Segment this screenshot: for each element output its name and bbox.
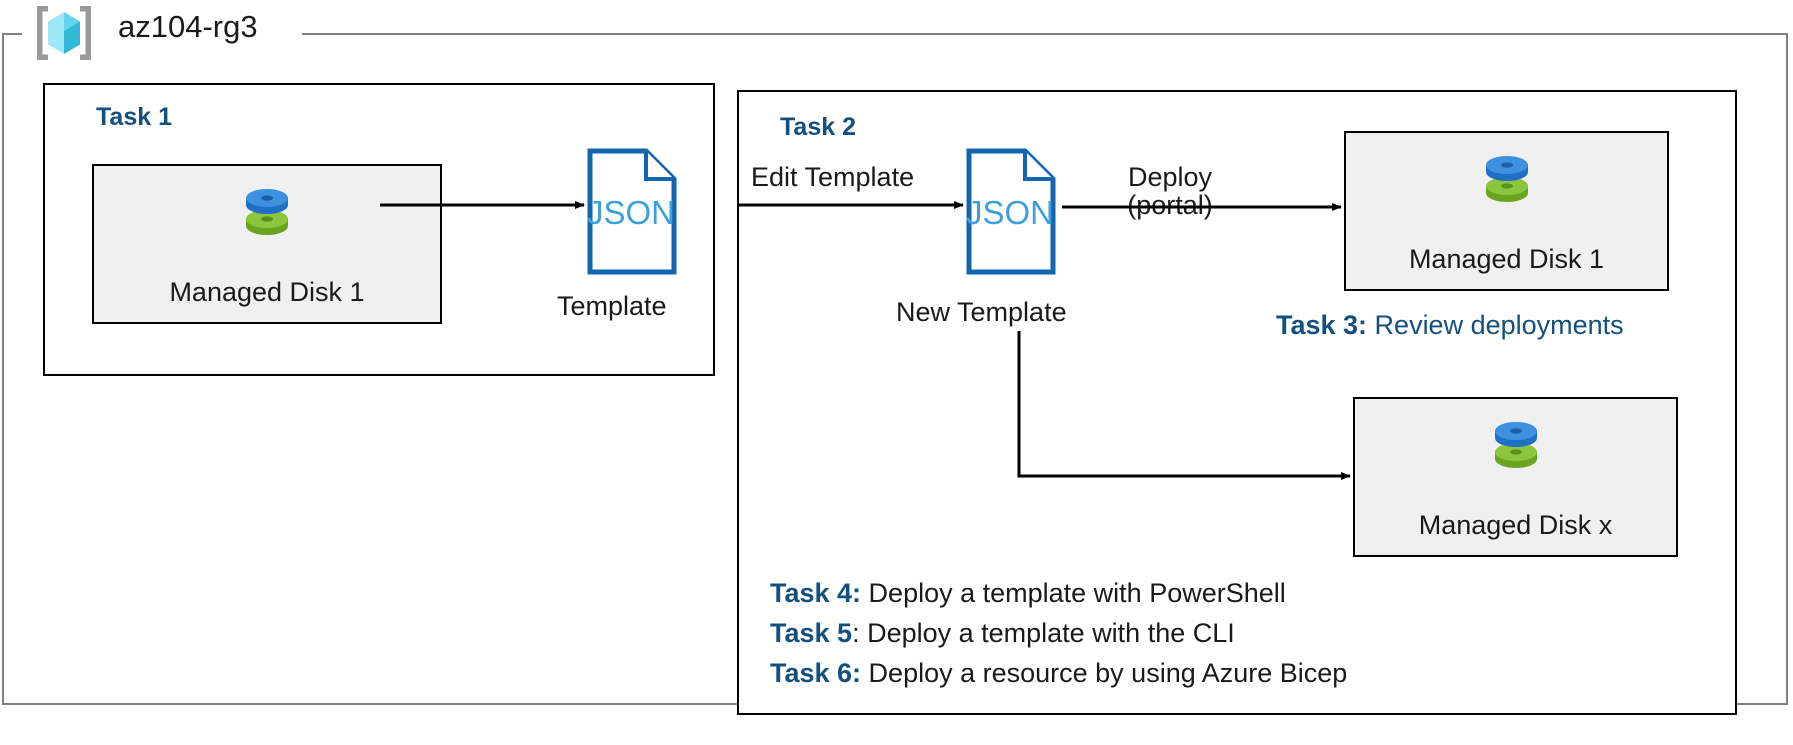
managed-disk-icon (1487, 417, 1545, 473)
new-json-template-icon: JSON (966, 148, 1056, 275)
task-6-text: Task 6: Deploy a resource by using Azure… (770, 658, 1347, 689)
new-template-caption: New Template (896, 297, 1067, 327)
task-5-text: Task 5: Deploy a template with the CLI (770, 618, 1235, 649)
managed-disk-icon (238, 184, 296, 240)
template-caption: Template (557, 291, 667, 321)
managed-disk-x-box: Managed Disk x (1353, 397, 1678, 557)
managed-disk-1-label-task2: Managed Disk 1 (1408, 244, 1605, 274)
task-2-heading: Task 2 (780, 113, 856, 141)
task-6-desc: Deploy a resource by using Azure Bicep (861, 658, 1348, 688)
json-template-icon: JSON (587, 148, 677, 275)
task-3-key: Task 3: (1276, 310, 1368, 340)
task-5-key: Task 5 (770, 618, 853, 648)
resource-group-name: az104-rg3 (118, 9, 258, 44)
managed-disk-1-label-task1: Managed Disk 1 (169, 277, 365, 307)
json-icon-text: JSON (587, 194, 675, 231)
task-4-desc: Deploy a template with PowerShell (861, 578, 1286, 608)
edit-template-label: Edit Template (751, 162, 915, 192)
azure-resource-group-cube-icon (32, 2, 96, 64)
managed-disk-icon (1478, 151, 1536, 207)
task-3-desc: Review deployments (1367, 310, 1624, 340)
task-4-key: Task 4: (770, 578, 862, 608)
deploy-label-line2: (portal) (1127, 190, 1213, 221)
deploy-portal-label: Deploy (portal) (1100, 163, 1240, 220)
task-3-text: Task 3: Review deployments (1276, 310, 1624, 341)
task-6-key: Task 6: (770, 658, 862, 688)
managed-disk-x-label: Managed Disk x (1418, 510, 1613, 540)
deploy-label-line1: Deploy (1127, 162, 1213, 192)
task-5-desc: : Deploy a template with the CLI (852, 618, 1235, 648)
managed-disk-1-box-task2: Managed Disk 1 (1344, 131, 1669, 291)
json-icon-text: JSON (966, 194, 1054, 231)
task-1-heading: Task 1 (96, 103, 172, 131)
managed-disk-1-box-task1: Managed Disk 1 (92, 164, 442, 324)
task-4-text: Task 4: Deploy a template with PowerShel… (770, 578, 1286, 609)
